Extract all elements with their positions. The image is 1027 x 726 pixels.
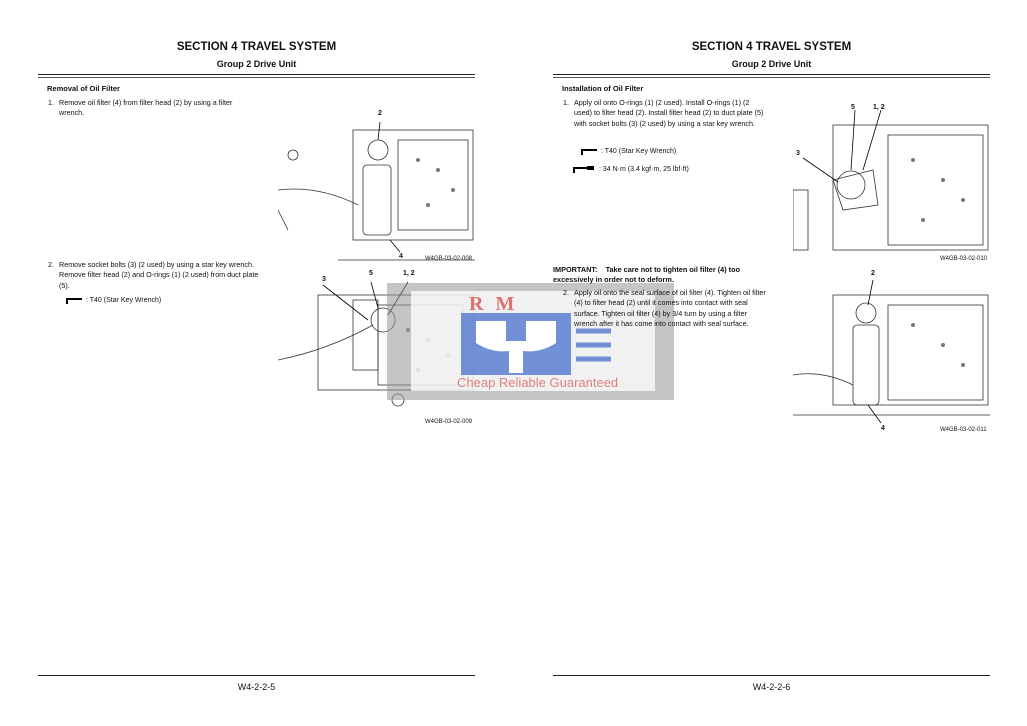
callout-3: 3: [796, 150, 800, 157]
tool-text: : T40 (Star Key Wrench): [601, 148, 677, 155]
page-number: W4-2-2-5: [237, 682, 276, 692]
watermark: RM Cheap Reliable Guaranteed: [387, 283, 674, 400]
left-page: SECTION 4 TRAVEL SYSTEM Group 2 Drive Un…: [38, 0, 475, 726]
right-page: SECTION 4 TRAVEL SYSTEM Group 2 Drive Un…: [553, 0, 990, 726]
tool-spec: : T40 (Star Key Wrench): [581, 148, 676, 155]
step-number: 1.: [563, 98, 569, 107]
step-number: 1.: [48, 98, 54, 107]
footer-rule: [38, 675, 475, 676]
callout-3: 3: [322, 276, 326, 283]
section-title: SECTION 4 TRAVEL SYSTEM: [691, 41, 852, 53]
figure-filter-head-install: [793, 110, 989, 251]
page-number: W4-2-2-6: [752, 682, 791, 692]
step-2: 2. Remove socket bolts (3) (2 used) by us…: [48, 260, 259, 291]
step-text: Remove oil filter (4) from filter head (…: [59, 98, 233, 118]
callout-2: 2: [378, 110, 382, 117]
section-heading: Removal of Oil Filter: [47, 84, 120, 93]
callout-5: 5: [369, 270, 373, 277]
callout-4: 4: [399, 253, 403, 260]
watermark-logo-text: RM: [469, 293, 527, 315]
figure-caption: W4GB-03-02-010: [940, 256, 988, 262]
figure-caption: W4GB-03-02-009: [425, 419, 473, 425]
figure-oil-filter-install: [793, 279, 990, 424]
callout-1-2: 1, 2: [873, 104, 885, 111]
callout-1-2: 1, 2: [403, 270, 415, 277]
tool-text: : T40 (Star Key Wrench): [86, 297, 162, 304]
callout-4: 4: [881, 425, 885, 432]
section-title: SECTION 4 TRAVEL SYSTEM: [176, 41, 337, 53]
star-key-wrench-icon: [581, 148, 597, 155]
figure-caption: W4GB-03-02-011: [940, 427, 987, 433]
step-text: Remove socket bolts (3) (2 used) by usin…: [59, 260, 259, 290]
header-rule: [38, 74, 475, 75]
important-label: IMPORTANT:: [553, 265, 598, 274]
step-2: 2. Apply oil onto the seal surface of oil…: [563, 288, 769, 329]
step-number: 2.: [563, 288, 569, 297]
important-note: IMPORTANT: Take care not to tighten oil …: [553, 265, 763, 285]
star-key-wrench-icon: [66, 297, 82, 304]
step-number: 2.: [48, 260, 54, 269]
figure-oil-filter-removal: [278, 121, 475, 261]
header-rule: [553, 74, 990, 75]
group-title: Group 2 Drive Unit: [731, 59, 812, 69]
watermark-panel: RM Cheap Reliable Guaranteed: [411, 291, 655, 391]
step-text: Apply oil onto the seal surface of oil f…: [574, 288, 766, 328]
step-1: 1. Remove oil filter (4) from filter head…: [48, 98, 254, 119]
watermark-tagline: Cheap Reliable Guaranteed: [457, 375, 619, 390]
section-heading: Installation of Oil Filter: [562, 84, 644, 93]
step-text: Apply oil onto O-rings (1) (2 used). Ins…: [574, 98, 764, 128]
group-title: Group 2 Drive Unit: [216, 59, 297, 69]
header-rule-thin: [38, 77, 475, 78]
wrench-document-logo-icon: [461, 313, 611, 375]
footer-rule: [553, 675, 990, 676]
figure-caption: W4GB-03-02-008: [425, 256, 473, 262]
important-text: Take care not to tighten oil filter (4) …: [553, 265, 741, 284]
step-1: 1. Apply oil onto O-rings (1) (2 used). I…: [563, 98, 769, 129]
torque-text: : 34 N·m (3.4 kgf·m, 25 lbf·ft): [599, 166, 689, 173]
torque-wrench-icon: [573, 166, 594, 173]
header-rule-thin: [553, 77, 990, 78]
tool-spec: : T40 (Star Key Wrench): [66, 297, 161, 304]
callout-5: 5: [851, 104, 855, 111]
torque-spec: : 34 N·m (3.4 kgf·m, 25 lbf·ft): [573, 166, 689, 173]
callout-2: 2: [871, 270, 875, 277]
